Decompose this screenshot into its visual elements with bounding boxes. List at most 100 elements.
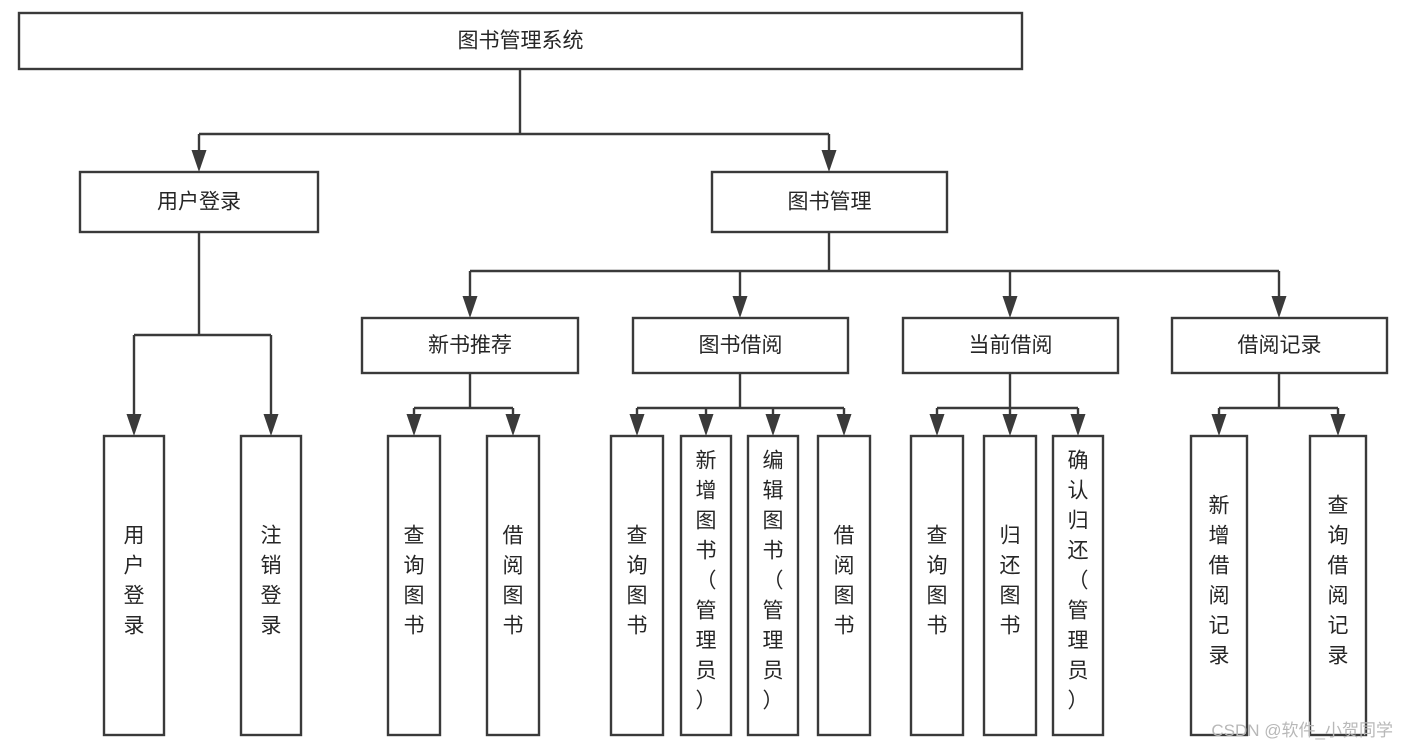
node-label-char: 管 (1068, 600, 1089, 623)
node-box-user-login[interactable] (78, 170, 320, 234)
node-label-leaf-user-login: 用户登录 (124, 525, 145, 638)
node-label-char: 还 (1068, 540, 1089, 563)
node-label-char: 增 (1209, 525, 1230, 548)
arrow-head-new_book_recommend_to_leaves-0 (406, 414, 422, 436)
arrow-head-user_login_to_leaves-1 (263, 414, 279, 436)
node-label-char: ） (1068, 690, 1089, 713)
node-label-char: 书 (763, 540, 784, 563)
node-label-char: 管 (696, 600, 717, 623)
arrow-head-book_borrow_to_leaves-2 (765, 414, 781, 436)
node-label-char: ） (763, 690, 784, 713)
node-label-char: 询 (404, 555, 425, 578)
arrow-head-book_borrow_to_leaves-3 (836, 414, 852, 436)
node-label-borrow-record: 借阅记录 (1238, 334, 1322, 357)
arrow-head-new_book_recommend_to_leaves-1 (505, 414, 521, 436)
arrow-head-book_management_to_level2-0 (462, 296, 478, 318)
node-label-user-login: 用户登录 (157, 191, 241, 214)
node-label-char: 员 (763, 660, 784, 683)
node-box-book-management[interactable] (710, 170, 949, 234)
arrow-head-current_borrow_to_leaves-1 (1002, 414, 1018, 436)
node-label-char: 查 (1328, 495, 1349, 518)
node-box-leaf-edit-book-admin[interactable] (746, 434, 800, 737)
node-box-leaf-query-book-current[interactable] (909, 434, 965, 737)
node-box-leaf-confirm-return-admin[interactable] (1051, 434, 1105, 737)
arrow-head-borrow_record_to_leaves-0 (1211, 414, 1227, 436)
node-label-char: 还 (1000, 555, 1021, 578)
node-label-char: （ (696, 570, 717, 593)
node-label-char: 阅 (1328, 585, 1349, 608)
node-box-leaf-add-borrow-record[interactable] (1189, 434, 1249, 737)
node-label-char: （ (1068, 570, 1089, 593)
node-label-char: 管 (763, 600, 784, 623)
node-label-book-borrow: 图书借阅 (699, 334, 783, 357)
node-label-char: 借 (1209, 555, 1230, 578)
node-label-char: 书 (1000, 615, 1021, 638)
node-label-char: 书 (696, 540, 717, 563)
node-label-char: 用 (124, 525, 145, 548)
node-label-char: 员 (696, 660, 717, 683)
node-label-root: 图书管理系统 (458, 30, 584, 53)
arrow-head-book_management_to_level2-3 (1271, 296, 1287, 318)
arrow-head-borrow_record_to_leaves-1 (1330, 414, 1346, 436)
node-label-char: 销 (261, 555, 282, 578)
node-label-char: 借 (503, 525, 524, 548)
node-box-leaf-borrow-book-borrow[interactable] (816, 434, 872, 737)
arrow-head-book_borrow_to_leaves-1 (698, 414, 714, 436)
arrow-head-root_to_level1-0 (191, 150, 207, 172)
node-label-book-management: 图书管理 (788, 191, 872, 214)
node-box-root[interactable] (17, 11, 1024, 71)
node-box-leaf-borrow-book-recommend[interactable] (485, 434, 541, 737)
node-box-borrow-record[interactable] (1170, 316, 1389, 375)
node-box-leaf-logout[interactable] (239, 434, 303, 737)
node-label-char: 录 (1209, 645, 1230, 668)
node-label-char: 登 (261, 585, 282, 608)
node-label-char: 阅 (834, 555, 855, 578)
node-label-char: 图 (404, 585, 425, 608)
node-label-char: 注 (261, 525, 282, 548)
node-box-leaf-query-borrow-record[interactable] (1308, 434, 1368, 737)
node-label-char: 查 (627, 525, 648, 548)
node-label-char: 归 (1068, 510, 1089, 533)
arrow-head-root_to_level1-1 (821, 150, 837, 172)
node-label-char: 新 (696, 450, 717, 473)
node-label-char: 阅 (503, 555, 524, 578)
arrow-head-book_management_to_level2-2 (1002, 296, 1018, 318)
node-label-char: 录 (124, 615, 145, 638)
node-box-book-borrow[interactable] (631, 316, 850, 375)
arrow-head-book_borrow_to_leaves-0 (629, 414, 645, 436)
node-label-char: 记 (1328, 615, 1349, 638)
node-label-char: 图 (834, 585, 855, 608)
node-label-char: 理 (696, 630, 717, 653)
node-label-new-book-recommend: 新书推荐 (428, 334, 512, 357)
node-box-current-borrow[interactable] (901, 316, 1120, 375)
node-label-char: 理 (1068, 630, 1089, 653)
node-box-new-book-recommend[interactable] (360, 316, 580, 375)
node-label-char: 图 (503, 585, 524, 608)
node-box-leaf-add-book-admin[interactable] (679, 434, 733, 737)
node-label-char: 询 (627, 555, 648, 578)
node-label-char: 记 (1209, 615, 1230, 638)
node-box-leaf-query-book-borrow[interactable] (609, 434, 665, 737)
node-box-leaf-query-book-recommend[interactable] (386, 434, 442, 737)
node-label-char: 图 (696, 510, 717, 533)
node-label-char: 借 (1328, 555, 1349, 578)
node-box-leaf-return-book[interactable] (982, 434, 1038, 737)
node-label-char: 阅 (1209, 585, 1230, 608)
node-label-char: 编 (763, 450, 784, 473)
node-label-char: 户 (124, 555, 145, 578)
node-label-char: 员 (1068, 660, 1089, 683)
node-label-char: 书 (627, 615, 648, 638)
node-label-char: 查 (927, 525, 948, 548)
node-box-leaf-user-login[interactable] (102, 434, 166, 737)
